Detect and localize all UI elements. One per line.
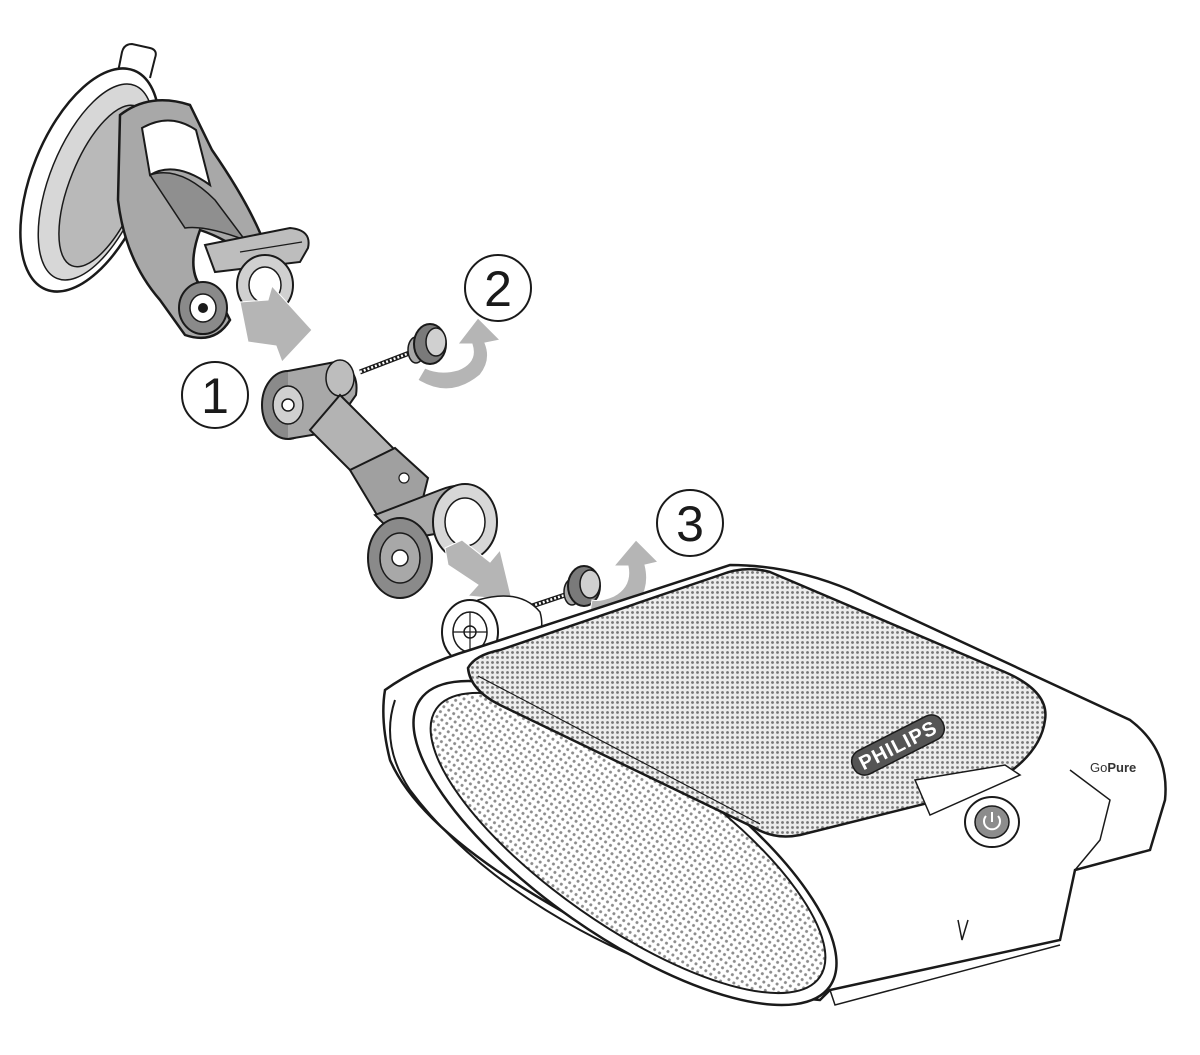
air-purifier-device: PHILIPS GoPure: [382, 563, 1167, 1007]
model-label: GoPure: [1090, 760, 1136, 775]
arrow-icon: [239, 284, 313, 363]
step-number-2: 2: [484, 261, 512, 317]
step-marker-1: 1: [181, 361, 249, 429]
screw-knob-lower: [519, 565, 601, 613]
rotate-arrow-icon: [417, 317, 502, 390]
step-number-3: 3: [676, 496, 704, 552]
mounting-arm: [261, 359, 498, 599]
power-button[interactable]: [964, 796, 1020, 848]
suction-cup-mount: [19, 42, 310, 340]
screw-knob-upper: [359, 323, 447, 375]
step-number-1: 1: [201, 368, 229, 424]
power-icon: [983, 812, 1001, 831]
step-marker-3: 3: [656, 489, 724, 557]
step-marker-2: 2: [464, 254, 532, 322]
